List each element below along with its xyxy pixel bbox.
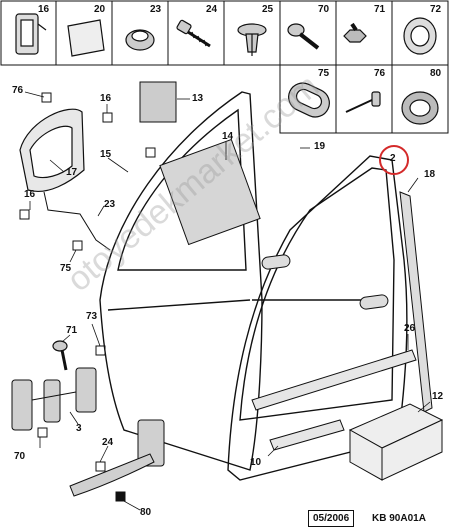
foam-pad-icon bbox=[67, 19, 105, 57]
oval-grommet-icon bbox=[288, 82, 330, 118]
callout-24: 24 bbox=[102, 437, 114, 448]
callout-76: 76 bbox=[12, 85, 24, 96]
clip-kit-box-12 bbox=[348, 403, 444, 481]
callout-70: 70 bbox=[14, 451, 26, 462]
tile-number-71: 71 bbox=[374, 4, 386, 15]
tile-number-16: 16 bbox=[38, 4, 50, 15]
clip-square-70 bbox=[37, 427, 48, 438]
side-molding-10 bbox=[269, 419, 345, 451]
clip-square-75 bbox=[72, 240, 83, 251]
rubber-grommet-icon bbox=[401, 91, 439, 125]
tile-number-70: 70 bbox=[318, 4, 330, 15]
leader-lines bbox=[24, 91, 431, 511]
window-regulator-module bbox=[159, 138, 261, 246]
tile-number-76: 76 bbox=[374, 68, 386, 79]
callout-23: 23 bbox=[104, 199, 116, 210]
tile-number-24: 24 bbox=[206, 4, 218, 15]
callout-19: 19 bbox=[314, 141, 326, 152]
regulator-bracket-13 bbox=[139, 81, 177, 123]
callout-18: 18 bbox=[424, 169, 436, 180]
inner-trim-panel bbox=[19, 108, 85, 192]
highlight-circle-part-2 bbox=[379, 145, 409, 175]
callout-2: 2 bbox=[390, 153, 396, 164]
clip-square-24 bbox=[95, 461, 106, 472]
callout-14: 14 bbox=[222, 131, 234, 142]
callout-75: 75 bbox=[60, 263, 72, 274]
callout-15: 15 bbox=[100, 149, 112, 160]
callout-17: 17 bbox=[66, 167, 78, 178]
bolt-71 bbox=[52, 340, 68, 371]
screw-icon bbox=[176, 19, 211, 48]
expanding-rivet-icon bbox=[237, 23, 267, 56]
wiring-harness-left bbox=[43, 191, 111, 251]
tile-number-75: 75 bbox=[318, 68, 330, 79]
outer-door-handle bbox=[261, 254, 389, 310]
pin-rivet-icon bbox=[345, 91, 381, 113]
callout-80: 80 bbox=[140, 507, 152, 518]
parts-table bbox=[0, 0, 449, 134]
clip-square-80 bbox=[115, 491, 126, 502]
plug-cap-icon bbox=[125, 29, 155, 51]
callout-3: 3 bbox=[76, 423, 82, 434]
tile-number-20: 20 bbox=[94, 4, 106, 15]
clip-square-73 bbox=[95, 345, 106, 356]
clip-square-16a bbox=[102, 112, 113, 123]
callout-26: 26 bbox=[404, 323, 416, 334]
callout-73: 73 bbox=[86, 311, 98, 322]
side-molding-26 bbox=[251, 349, 417, 411]
tile-number-25: 25 bbox=[262, 4, 274, 15]
hex-bolt-icon bbox=[343, 22, 367, 43]
callout-71: 71 bbox=[66, 325, 78, 336]
footer-date: 05/2006 bbox=[308, 510, 355, 527]
round-plug-icon bbox=[403, 17, 437, 55]
callout-16-left: 16 bbox=[24, 189, 36, 200]
callout-16-top: 16 bbox=[100, 93, 112, 104]
tile-number-72: 72 bbox=[430, 4, 442, 15]
callout-13: 13 bbox=[192, 93, 204, 104]
footer-reference: KB 90A01A bbox=[372, 513, 426, 524]
callout-12: 12 bbox=[432, 391, 444, 402]
push-clip-icon bbox=[15, 13, 47, 55]
tile-number-23: 23 bbox=[150, 4, 162, 15]
flange-bolt-icon bbox=[287, 23, 320, 50]
tile-number-80: 80 bbox=[430, 68, 442, 79]
trim-strip-18 bbox=[399, 191, 433, 413]
clip-square-76 bbox=[41, 92, 52, 103]
clip-square-mid bbox=[145, 147, 156, 158]
callout-10: 10 bbox=[250, 457, 262, 468]
door-check-strap bbox=[69, 419, 165, 497]
door-hinge-assembly bbox=[11, 367, 97, 431]
clip-square-16b bbox=[19, 209, 30, 220]
front-door-shell bbox=[99, 91, 263, 471]
